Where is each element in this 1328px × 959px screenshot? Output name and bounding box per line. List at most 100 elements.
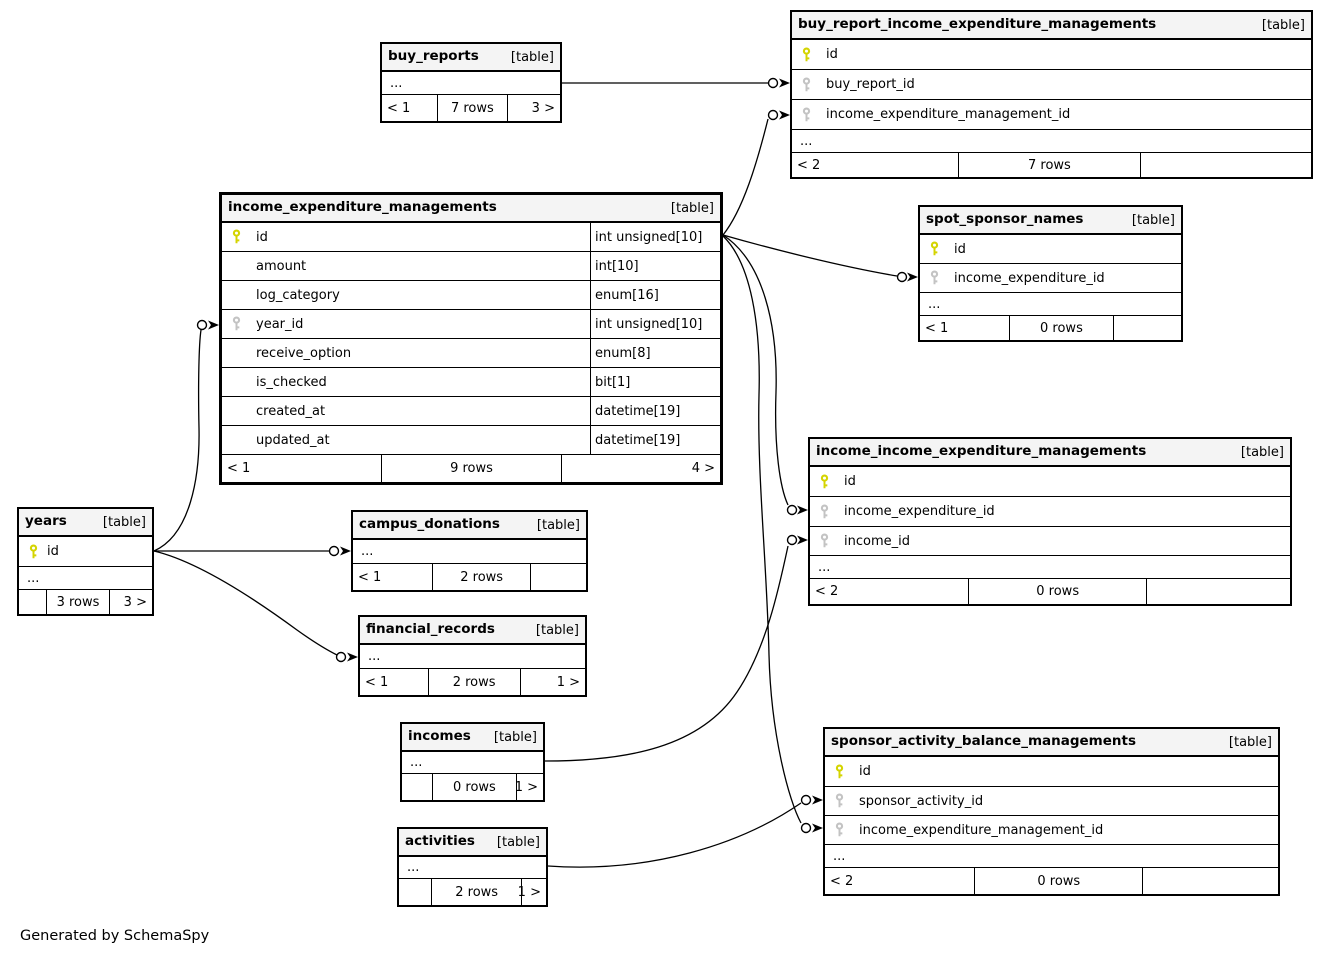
column-row-id[interactable]: id (825, 757, 1278, 787)
table-name[interactable]: financial_records (366, 621, 495, 638)
ellipsis-text: ... (368, 649, 381, 664)
table-header[interactable]: incomes [table] (402, 724, 543, 752)
children-count: 1 > (519, 669, 585, 695)
table-header[interactable]: years [table] (19, 509, 152, 537)
column-name-cell: year_id (222, 316, 590, 332)
column-name-cell: buy_report_id (792, 76, 1311, 93)
column-name-cell: id (19, 543, 152, 560)
ellipsis-text: ... (27, 570, 40, 586)
foreign-key-icon (801, 106, 813, 123)
column-row-created_at[interactable]: created_at datetime[19] (222, 397, 720, 426)
table-campus_donations[interactable]: campus_donations [table] ... < 1 2 rows (351, 510, 588, 592)
column-row-buy_report_id[interactable]: buy_report_id (792, 70, 1311, 100)
column-row-updated_at[interactable]: updated_at datetime[19] (222, 426, 720, 455)
ellipsis-text: ... (410, 755, 423, 770)
column-name: id (47, 544, 59, 559)
primary-key-icon (929, 241, 941, 257)
ellipsis-text: ... (390, 75, 403, 91)
column-name: amount (256, 258, 307, 274)
parents-count: < 1 (387, 100, 411, 116)
edge-activities-to-sponsor_activity_balance_managements (547, 794, 823, 868)
column-row-is_checked[interactable]: is_checked bit[1] (222, 368, 720, 397)
column-name-cell: sponsor_activity_id (825, 793, 1278, 809)
table-name[interactable]: campus_donations (359, 516, 500, 533)
column-name-cell: id (222, 229, 590, 245)
column-row-income_expenditure_management_id[interactable]: income_expenditure_management_id (792, 100, 1311, 130)
more-columns-ellipsis: ... (399, 857, 546, 879)
column-row-income_expenditure_management_id[interactable]: income_expenditure_management_id (825, 816, 1278, 845)
table-name[interactable]: incomes (408, 728, 471, 745)
table-header[interactable]: income_expenditure_managements [table] (222, 195, 720, 223)
table-name[interactable]: years (25, 513, 67, 530)
parents-count: < 1 (358, 569, 382, 585)
column-type: datetime[19] (590, 426, 720, 454)
column-type: int unsigned[10] (590, 223, 720, 251)
arrowhead (779, 110, 790, 120)
table-name[interactable]: buy_report_income_expenditure_management… (798, 16, 1157, 33)
column-row-id[interactable]: id int unsigned[10] (222, 223, 720, 252)
column-row-receive_option[interactable]: receive_option enum[8] (222, 339, 720, 368)
column-row-id[interactable]: id (920, 235, 1181, 264)
column-type: datetime[19] (590, 397, 720, 425)
table-spot_sponsor_names[interactable]: spot_sponsor_names [table] id income_exp… (918, 205, 1183, 342)
zero-one-marker (786, 534, 798, 546)
parents-count (399, 879, 431, 905)
table-header[interactable]: income_income_expenditure_managements [t… (810, 439, 1290, 467)
column-name-cell: amount (222, 260, 590, 273)
row-count: 0 rows (1008, 316, 1113, 340)
column-name: income_id (844, 533, 910, 549)
table-name[interactable]: activities (405, 833, 475, 850)
arrowhead (340, 546, 351, 556)
column-row-id[interactable]: id (19, 537, 152, 567)
more-columns-ellipsis: ... (402, 752, 543, 774)
table-header[interactable]: buy_report_income_expenditure_management… (792, 12, 1311, 40)
zero-one-marker (335, 651, 347, 663)
table-buy_report_income_expenditure_managements[interactable]: buy_report_income_expenditure_management… (790, 10, 1313, 179)
table-name[interactable]: income_expenditure_managements (228, 199, 497, 216)
column-row-log_category[interactable]: log_category enum[16] (222, 281, 720, 310)
table-header[interactable]: sponsor_activity_balance_managements [ta… (825, 729, 1278, 757)
table-name[interactable]: sponsor_activity_balance_managements (831, 733, 1136, 750)
table-name[interactable]: income_income_expenditure_managements (816, 443, 1147, 460)
table-header[interactable]: campus_donations [table] (353, 512, 586, 540)
table-header[interactable]: activities [table] (399, 829, 546, 857)
table-buy_reports[interactable]: buy_reports [table] ... < 1 7 rows 3 > (380, 42, 562, 123)
column-name: id (859, 764, 871, 779)
row-count: 2 rows (431, 879, 521, 905)
foreign-key-icon (801, 76, 813, 93)
column-row-income_id[interactable]: income_id (810, 527, 1290, 556)
table-income_income_expenditure_managements[interactable]: income_income_expenditure_managements [t… (808, 437, 1292, 606)
table-activities[interactable]: activities [table] ... 2 rows 1 > (397, 827, 548, 907)
table-incomes[interactable]: incomes [table] ... 0 rows 1 > (400, 722, 545, 802)
table-financial_records[interactable]: financial_records [table] ... < 1 2 rows… (358, 615, 587, 697)
table-name[interactable]: spot_sponsor_names (926, 211, 1084, 228)
table-header[interactable]: spot_sponsor_names [table] (920, 207, 1181, 235)
column-name-cell: income_id (810, 533, 1290, 549)
arrowhead (907, 272, 918, 282)
more-columns-ellipsis: ... (810, 556, 1290, 579)
column-row-income_expenditure_id[interactable]: income_expenditure_id (810, 497, 1290, 527)
table-header[interactable]: buy_reports [table] (382, 44, 560, 72)
row-count: 0 rows (968, 579, 1146, 604)
table-pager: < 2 0 rows (810, 579, 1290, 604)
column-row-id[interactable]: id (792, 40, 1311, 70)
row-count: 2 rows (427, 669, 520, 695)
more-columns-ellipsis: ... (382, 72, 560, 95)
table-years[interactable]: years [table] id ... 3 rows 3 > (17, 507, 154, 616)
column-name: receive_option (256, 345, 352, 361)
zero-one-marker (800, 794, 812, 806)
table-income_expenditure_managements[interactable]: income_expenditure_managements [table] i… (219, 192, 723, 485)
column-row-amount[interactable]: amount int[10] (222, 252, 720, 281)
zero-one-marker (196, 319, 208, 331)
table-pager: < 2 0 rows (825, 868, 1278, 894)
table-sponsor_activity_balance_managements[interactable]: sponsor_activity_balance_managements [ta… (823, 727, 1280, 896)
table-type-tag: [table] (1131, 212, 1175, 228)
column-row-income_expenditure_id[interactable]: income_expenditure_id (920, 264, 1181, 293)
column-row-year_id[interactable]: year_id int unsigned[10] (222, 310, 720, 339)
table-name[interactable]: buy_reports (388, 48, 479, 65)
table-header[interactable]: financial_records [table] (360, 617, 585, 645)
column-row-id[interactable]: id (810, 467, 1290, 497)
column-type: int unsigned[10] (590, 310, 720, 338)
parents-count (19, 590, 46, 614)
column-row-sponsor_activity_id[interactable]: sponsor_activity_id (825, 787, 1278, 816)
